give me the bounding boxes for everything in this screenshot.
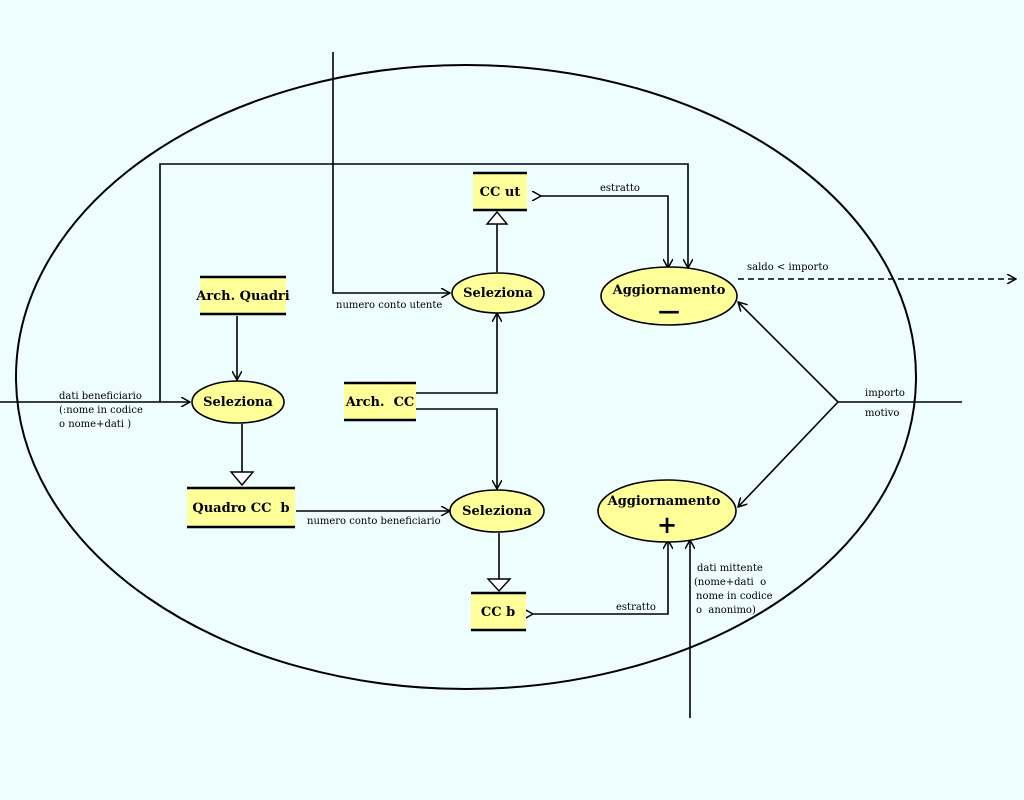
store-quadro-cc-b-label: Quadro CC b bbox=[192, 501, 289, 516]
process-aggiornamento-minus-label: Aggiornamento bbox=[612, 283, 726, 298]
process-seleziona-left[interactable]: Seleziona bbox=[191, 380, 285, 424]
processes: Seleziona Seleziona Seleziona Aggiorname… bbox=[191, 266, 738, 543]
store-cc-ut-label: CC ut bbox=[480, 185, 521, 200]
label-dati-mittente-2: (nome+dati o bbox=[694, 577, 766, 588]
store-arch-cc[interactable]: Arch. CC bbox=[344, 381, 416, 422]
process-aggiornamento-plus-label: Aggiornamento bbox=[607, 494, 721, 509]
label-importo: importo bbox=[865, 388, 905, 399]
label-dati-beneficiario-2: (:nome in codice bbox=[59, 405, 143, 416]
hollow-arrow-ccut bbox=[485, 210, 509, 225]
flow-beneficiario-loop bbox=[159, 163, 688, 402]
hollow-arrowheads bbox=[229, 210, 512, 593]
label-saldo-importo: saldo < importo bbox=[747, 262, 828, 273]
process-aggiornamento-minus[interactable]: Aggiornamento — bbox=[600, 266, 738, 326]
flow-lines bbox=[0, 52, 1016, 718]
label-dati-mittente-3: nome in codice bbox=[696, 591, 773, 602]
label-dati-mittente: dati mittente bbox=[697, 563, 763, 574]
store-cc-b-label: CC b bbox=[481, 605, 515, 620]
label-dati-mittente-4: o anonimo) bbox=[696, 605, 756, 616]
hollow-arrow-quadro bbox=[229, 471, 255, 487]
label-motivo: motivo bbox=[865, 408, 899, 419]
store-cc-ut[interactable]: CC ut bbox=[473, 171, 527, 212]
label-numero-conto-beneficiario: numero conto beneficiario bbox=[307, 516, 441, 527]
label-dati-beneficiario: dati beneficiario bbox=[59, 391, 142, 402]
flow-numero-conto-utente bbox=[332, 52, 450, 293]
data-stores: CC ut Arch. Quadri Arch. CC Quadro CC b … bbox=[187, 171, 527, 632]
flow-estratto-bottom bbox=[533, 540, 668, 614]
process-seleziona-top[interactable]: Seleziona bbox=[451, 272, 545, 314]
store-arch-quadri-label: Arch. Quadri bbox=[195, 289, 289, 304]
label-dati-beneficiario-3: o nome+dati ) bbox=[59, 419, 131, 430]
process-seleziona-top-label: Seleziona bbox=[463, 286, 533, 301]
process-seleziona-left-label: Seleziona bbox=[203, 395, 273, 410]
plus-symbol: + bbox=[657, 510, 677, 539]
store-cc-b[interactable]: CC b bbox=[471, 591, 526, 632]
store-arch-quadri[interactable]: Arch. Quadri bbox=[195, 275, 290, 316]
flow-labels: estratto saldo < importo numero conto ut… bbox=[59, 183, 905, 616]
flow-to-aggiornamento-plus bbox=[738, 401, 839, 507]
minus-symbol: — bbox=[658, 298, 680, 324]
process-seleziona-bottom[interactable]: Seleziona bbox=[449, 489, 545, 533]
label-estratto-bottom: estratto bbox=[616, 602, 656, 613]
label-numero-conto-utente: numero conto utente bbox=[336, 300, 442, 311]
flow-estratto-top bbox=[541, 196, 668, 268]
hollow-arrow-ccb bbox=[486, 578, 512, 593]
process-seleziona-bottom-label: Seleziona bbox=[462, 504, 532, 519]
system-boundary bbox=[15, 64, 917, 690]
flow-archcc-to-seleziona-bottom bbox=[416, 408, 497, 489]
flow-archcc-to-seleziona-top bbox=[416, 313, 497, 394]
process-aggiornamento-plus[interactable]: Aggiornamento + bbox=[597, 479, 737, 543]
label-estratto-top: estratto bbox=[600, 183, 640, 194]
flow-to-aggiornamento-minus bbox=[738, 302, 839, 403]
store-quadro-cc-b[interactable]: Quadro CC b bbox=[187, 486, 295, 529]
store-arch-cc-label: Arch. CC bbox=[345, 395, 415, 410]
